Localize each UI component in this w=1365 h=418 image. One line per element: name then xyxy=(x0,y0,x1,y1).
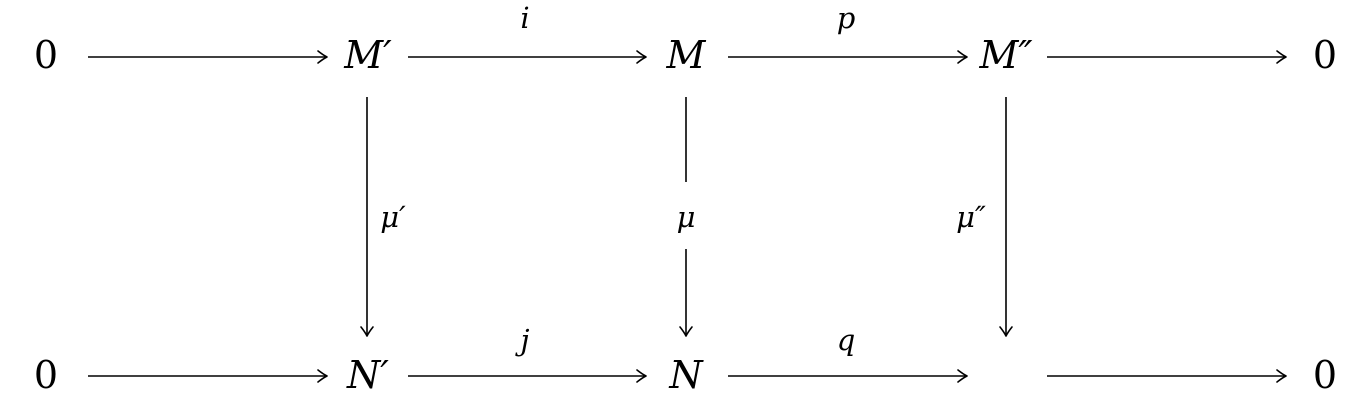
arrow-0-to-m-prime xyxy=(88,50,328,64)
node-bottom-zero-right: 0 xyxy=(1313,353,1337,397)
arrow-i xyxy=(408,50,647,64)
node-top-zero-right: 0 xyxy=(1313,33,1337,77)
label-p: p xyxy=(837,1,856,35)
arrow-mu xyxy=(679,97,693,337)
node-m: M xyxy=(666,33,707,77)
label-i: i xyxy=(520,1,529,35)
arrow-j xyxy=(408,369,647,383)
label-mu: μ xyxy=(677,200,696,234)
label-mu-prime: μ′ xyxy=(380,200,406,234)
arrow-q xyxy=(728,369,968,383)
node-top-zero-left: 0 xyxy=(34,33,58,77)
label-q: q xyxy=(837,323,856,357)
arrow-0-to-n-prime xyxy=(88,369,328,383)
arrow-bottom-right-to-0 xyxy=(1047,369,1287,383)
node-n: N xyxy=(668,353,704,397)
node-n-prime: N′ xyxy=(346,353,389,397)
node-m-double-prime: M″ xyxy=(978,33,1032,77)
arrow-m-double-prime-to-0 xyxy=(1047,50,1287,64)
arrow-mu-prime xyxy=(360,97,374,337)
node-bottom-zero-left: 0 xyxy=(34,353,58,397)
arrow-mu-double-prime xyxy=(999,97,1013,337)
arrow-p xyxy=(728,50,968,64)
label-mu-double-prime: μ″ xyxy=(956,200,986,234)
label-j: j xyxy=(515,323,530,357)
node-m-prime: M′ xyxy=(343,33,392,77)
